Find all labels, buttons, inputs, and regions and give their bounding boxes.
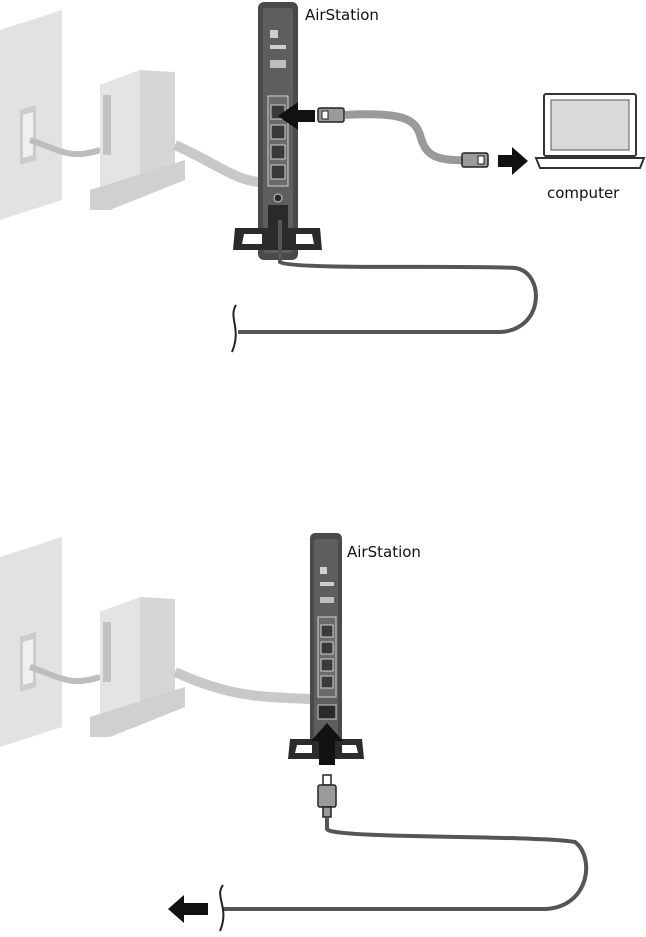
modem-to-router-cable [175, 672, 312, 699]
modem [90, 597, 185, 737]
lan-cable [345, 114, 470, 160]
router [233, 2, 322, 260]
modem-to-router-cable [175, 145, 270, 182]
arrow-to-outlet [168, 895, 208, 923]
lan-plug-router-end [318, 108, 344, 122]
router-label-bottom: AirStation [347, 543, 421, 561]
lan-plug-computer-end [462, 153, 488, 167]
power-cable [222, 817, 586, 909]
modem [90, 70, 185, 210]
computer-laptop [536, 94, 644, 168]
bottom-diagram [0, 527, 646, 937]
wall [0, 537, 62, 747]
arrow-into-computer [498, 147, 528, 175]
computer-label: computer [547, 184, 619, 202]
router-label-top: AirStation [305, 6, 379, 24]
cable-break-mark [232, 305, 236, 352]
cable-break-mark [220, 885, 223, 931]
power-plug [318, 775, 336, 817]
wall [0, 10, 62, 220]
